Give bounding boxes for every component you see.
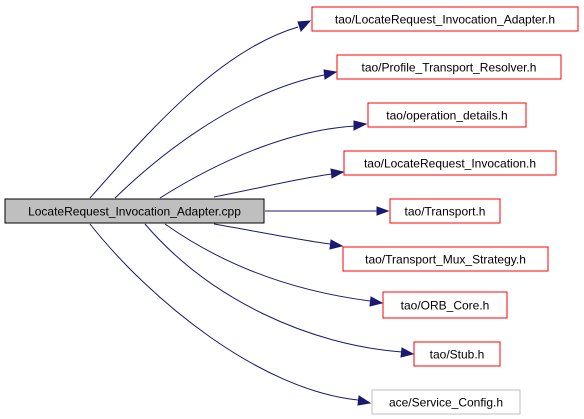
node-locaterequest-invocation-adapter-h[interactable]: tao/LocateRequest_Invocation_Adapter.h [311,6,579,32]
node-label: tao/LocateRequest_Invocation.h [364,157,536,171]
node-label: tao/Profile_Transport_Resolver.h [362,61,537,75]
node-label: tao/Transport.h [405,205,486,219]
edge-to-transport-mux-strategy-h [213,223,331,245]
node-box[interactable] [413,341,501,367]
node-label: tao/operation_details.h [386,109,507,123]
arrowhead-service-config-h [357,395,372,406]
node-label: ace/Service_Config.h [389,396,503,410]
node-box[interactable] [342,246,549,272]
arrowhead-locaterequest-invocation-adapter-h [297,20,312,32]
arrowhead-transport-h [376,206,390,216]
node-box[interactable] [311,6,579,32]
arrowhead-transport-mux-strategy-h [329,239,344,250]
arrowhead-operation-details-h [353,120,368,131]
node-source[interactable]: LocateRequest_Invocation_Adapter.cpp [4,198,265,224]
node-label: tao/Stub.h [430,348,485,362]
node-label: tao/LocateRequest_Invocation_Adapter.h [335,13,555,27]
arrowhead-locaterequest-invocation-h [330,168,345,179]
node-transport-h[interactable]: tao/Transport.h [389,198,501,224]
source-node-box[interactable] [4,198,265,224]
edge-to-stub-h [144,223,403,353]
edge-to-operation-details-h [159,125,356,199]
node-box[interactable] [367,102,527,128]
node-stub-h[interactable]: tao/Stub.h [413,341,501,367]
node-box[interactable] [382,291,508,319]
node-label: tao/Transport_Mux_Strategy.h [365,253,526,267]
edge-to-service-config-h [89,223,359,401]
node-locaterequest-invocation-h[interactable]: tao/LocateRequest_Invocation.h [343,150,557,176]
node-box[interactable] [389,198,501,224]
edge-to-locaterequest-invocation-h [213,173,333,198]
arrowhead-profile-transport-resolver-h [323,69,338,80]
node-profile-transport-resolver-h[interactable]: tao/Profile_Transport_Resolver.h [336,54,562,80]
node-box[interactable] [336,54,562,80]
node-orb-core-h[interactable]: tao/ORB_Core.h [382,291,508,319]
arrowhead-orb-core-h [369,296,384,307]
edge-to-profile-transport-resolver-h [114,74,325,199]
node-operation-details-h[interactable]: tao/operation_details.h [367,102,527,128]
node-box[interactable] [343,150,557,176]
edge-to-locaterequest-invocation-adapter-h [89,26,299,199]
node-service-config-h[interactable]: ace/Service_Config.h [371,389,521,415]
node-box[interactable] [371,389,521,415]
edges [89,20,415,406]
node-label: tao/ORB_Core.h [401,299,490,313]
edge-to-orb-core-h [164,223,371,302]
node-transport-mux-strategy-h[interactable]: tao/Transport_Mux_Strategy.h [342,246,549,272]
source-node-label: LocateRequest_Invocation_Adapter.cpp [28,205,241,219]
arrowhead-stub-h [400,347,415,358]
